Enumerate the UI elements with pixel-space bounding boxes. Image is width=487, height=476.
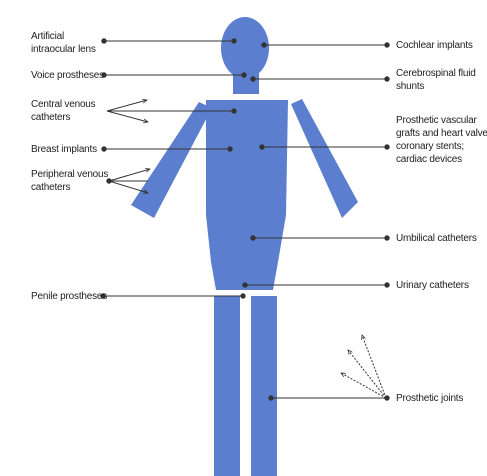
arrow-pvc-down [109,181,148,193]
right-arm-shape [291,99,358,218]
dot-cochlear-start [262,43,266,47]
arrow-cvc-down [107,111,148,122]
dot-urinary-end [385,283,389,287]
label-artificial-iol: Artificial intraocular lens [31,30,96,56]
dot-voice-end [242,73,246,77]
label-urinary-catheters: Urinary catheters [396,279,469,292]
label-central-venous-catheters: Central venous catheters [31,98,95,124]
dot-umbilical-end [385,236,389,240]
dot-breast-start [102,147,106,151]
label-umbilical-catheters: Umbilical catheters [396,232,477,245]
body-silhouette [131,17,358,476]
label-voice-prostheses: Voice prostheses [31,69,104,82]
label-peripheral-venous-catheters: Peripheral venous catheters [31,168,108,194]
label-cochlear-implants: Cochlear implants [396,39,473,52]
dot-iol-end [232,39,236,43]
dot-umbilical-start [251,236,255,240]
label-breast-implants: Breast implants [31,143,97,156]
dot-vascular-start [260,145,264,149]
dot-iol-start [102,39,106,43]
left-arm-shape [131,102,212,218]
dot-urinary-start [243,283,247,287]
label-prosthetic-joints: Prosthetic joints [396,392,463,405]
label-cerebrospinal-fluid-shunts: Cerebrospinal fluid shunts [396,67,476,93]
torso-shape [206,100,288,290]
right-leg-shape [251,296,277,476]
head-shape [221,17,269,79]
dot-vascular-end [385,145,389,149]
dot-breast-end [228,147,232,151]
arrow-joints-3 [341,373,386,398]
dot-cvc-end [232,109,236,113]
dot-joints-start [269,396,273,400]
arrow-joints-2 [348,350,386,398]
dot-penile-end [241,294,245,298]
dot-csf-end [385,77,389,81]
arrow-joints-1 [362,335,386,398]
dot-cochlear-end [385,43,389,47]
label-prosthetic-vascular-grafts: Prosthetic vascular grafts and heart val… [396,114,487,166]
left-leg-shape [214,296,240,476]
arrow-cvc-up [107,100,147,111]
dot-csf-start [251,77,255,81]
arrow-pvc-up [109,169,150,181]
label-penile-prostheses: Penile prostheses [31,290,107,303]
